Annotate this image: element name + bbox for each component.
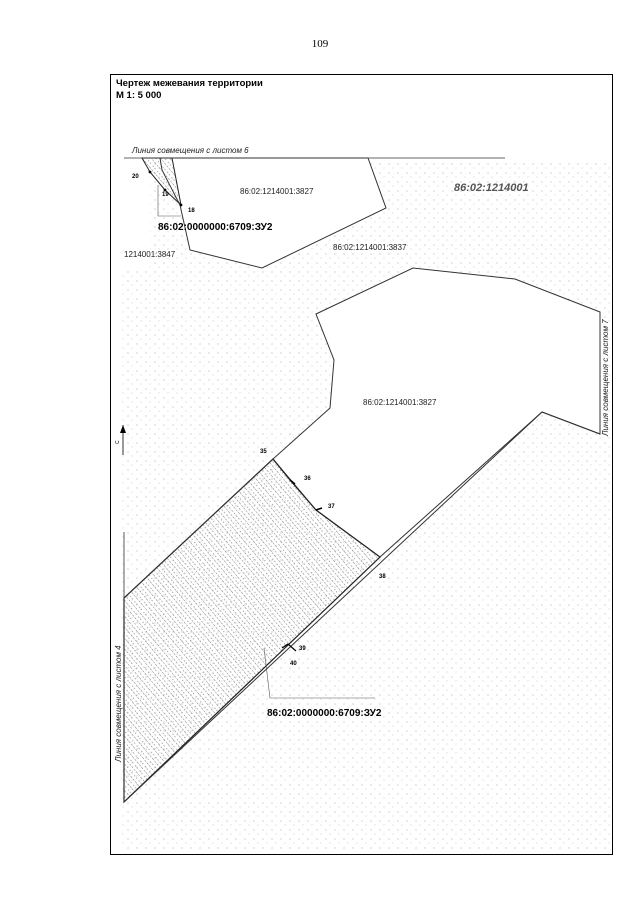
parcel-3827-top-label: 86:02:1214001:3827 xyxy=(240,187,314,196)
drawing-title-line1: Чертеж межевания территории xyxy=(116,78,263,89)
north-arrow-icon: С xyxy=(115,425,126,455)
leader-zu2-top xyxy=(157,185,181,217)
corridor-line-north xyxy=(123,458,274,599)
parcel-3827-mid xyxy=(272,267,601,558)
page-number: 109 xyxy=(311,38,329,50)
point-18-marker xyxy=(179,203,183,207)
corridor-line-south xyxy=(123,411,543,803)
point-label-35: 35 xyxy=(260,449,267,455)
point-19-marker xyxy=(163,188,167,192)
boundary-right xyxy=(541,411,601,435)
parcel-3837-label: 86:02:1214001:3837 xyxy=(333,243,407,252)
quarter-number: 86:02:1214001 xyxy=(454,182,529,194)
leader-zu2-bottom xyxy=(263,647,375,699)
sheet7-label: Линия совмещения с листом 7 xyxy=(601,319,610,437)
drawing-scale: М 1: 5 000 xyxy=(116,90,162,101)
parcel-zu2-top-label: 86:02:0000000:6709:ЗУ2 xyxy=(158,222,273,233)
point-label-18: 18 xyxy=(188,208,195,214)
parcel-3827-mid-label: 86:02:1214001:3827 xyxy=(363,398,437,407)
point-37-marker xyxy=(315,507,323,511)
parcel-zu2-bottom-label: 86:02:0000000:6709:ЗУ2 xyxy=(267,708,382,719)
point-39-40-marker xyxy=(281,643,297,652)
drawing-frame xyxy=(110,74,613,855)
parcel-3847-label: 1214001:3847 xyxy=(124,250,176,259)
point-36-marker xyxy=(289,479,296,485)
point-label-37: 37 xyxy=(328,504,335,510)
point-label-19: 19 xyxy=(162,192,169,198)
north-arrow-label: С xyxy=(115,440,121,444)
point-label-39: 39 xyxy=(299,646,306,652)
drawing-title: Чертеж межевания территории М 1: 5 000 xyxy=(116,78,263,102)
sheet4-label: Линия совмещения с листом 4 xyxy=(114,645,123,763)
point-label-36: 36 xyxy=(304,476,311,482)
point-label-40: 40 xyxy=(290,661,297,667)
white-area-left-top xyxy=(112,160,150,270)
point-label-20: 20 xyxy=(132,174,139,180)
sheet6-label: Линия совмещения с листом 6 xyxy=(131,146,249,155)
point-label-38: 38 xyxy=(379,574,386,580)
point-20-marker xyxy=(148,170,152,174)
